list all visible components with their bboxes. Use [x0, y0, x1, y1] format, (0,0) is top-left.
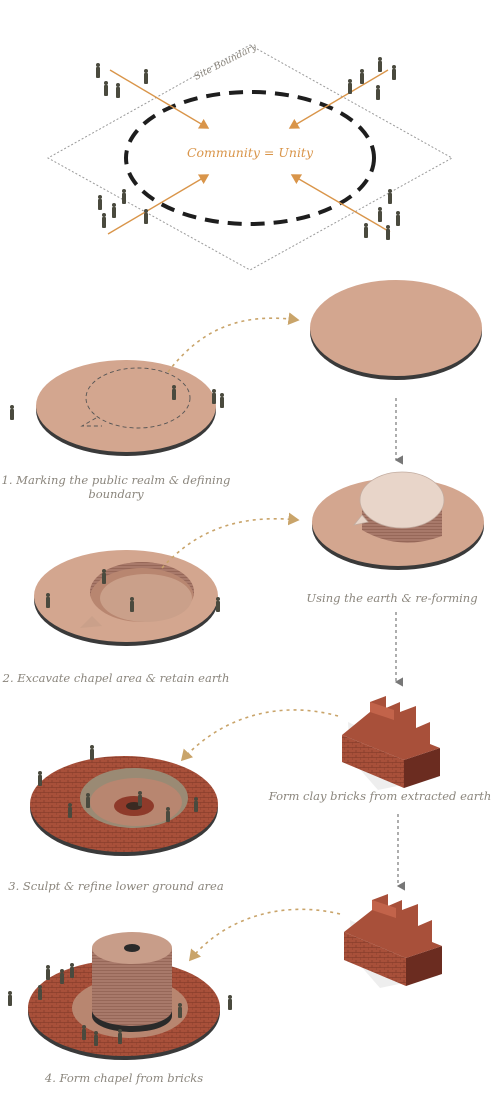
connector-step1-to-disc — [167, 312, 300, 373]
connector-step2-to-reformed — [161, 512, 300, 569]
reformed-earth-disc — [312, 471, 484, 570]
site-boundary-label: Site Boundary — [192, 41, 259, 82]
concept-diagram: Site Boundary Community = Unity — [46, 41, 454, 271]
step3-label: 3. Sculpt & refine lower ground area — [8, 879, 224, 893]
step1-site-disc — [10, 360, 224, 456]
step1-label-line1: 1. Marking the public realm & defining — [2, 473, 231, 487]
step2-excavated-disc — [34, 550, 220, 646]
step3-sculpted-ground — [30, 745, 218, 856]
brick-stair-2 — [344, 894, 442, 988]
brick-stair-1 — [342, 696, 440, 790]
connector-bricks-to-step4 — [188, 908, 341, 962]
process-connectors — [161, 312, 341, 962]
community-boundary-ring — [124, 90, 376, 226]
center-label: Community = Unity — [187, 145, 314, 160]
step4-chapel — [8, 932, 232, 1060]
step4-label: 4. Form chapel from bricks — [44, 1071, 203, 1085]
step2-label: 2. Excavate chapel area & retain earth — [2, 671, 230, 685]
connector-bricks-to-step3 — [180, 709, 339, 762]
note-earth: Using the earth & re-forming — [306, 591, 477, 605]
converging-arrows — [107, 69, 391, 235]
note-bricks: Form clay bricks from extracted earth — [268, 789, 492, 803]
step1-label-line2: boundary — [88, 487, 144, 501]
raw-earth-disc — [310, 280, 482, 380]
